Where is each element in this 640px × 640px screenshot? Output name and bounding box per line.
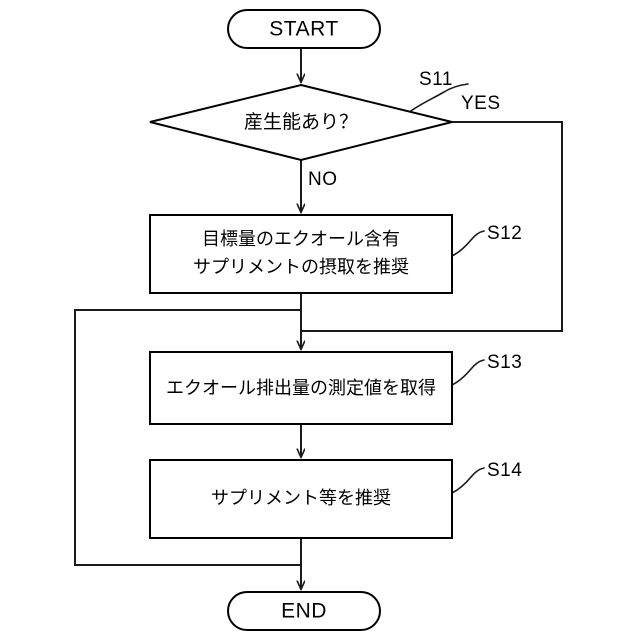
node-end-shape xyxy=(227,591,381,631)
node-process-s14-shape xyxy=(149,459,453,539)
node-process-s12-line2: サプリメントの摂取を推奨 xyxy=(193,257,409,277)
node-process-s12-shape xyxy=(149,214,453,294)
node-end-label: END xyxy=(281,600,327,623)
step-label-s11: S11 xyxy=(419,69,453,90)
node-start-shape xyxy=(227,9,381,49)
step-label-s13: S13 xyxy=(487,352,522,373)
connector-yes-to-s13 xyxy=(301,121,563,332)
node-process-s12-line1: 目標量のエクオール含有 xyxy=(202,229,400,249)
connector-loopback-left xyxy=(74,309,301,566)
node-start-label: START xyxy=(269,18,338,41)
leader-line-s12 xyxy=(451,230,485,257)
leader-line-s11 xyxy=(407,83,469,114)
step-label-s12: S12 xyxy=(487,223,522,244)
node-process-s13-line1: エクオール排出量の測定値を取得 xyxy=(166,378,436,398)
branch-label-yes: YES xyxy=(461,93,501,114)
node-decision-s11-label: 産生能あり？ xyxy=(244,111,358,133)
leader-line-s13 xyxy=(451,359,485,386)
node-decision-s11-shape xyxy=(149,83,453,162)
leader-line-s14 xyxy=(451,467,485,494)
branch-label-no: NO xyxy=(308,169,338,190)
step-label-s14: S14 xyxy=(487,460,522,481)
node-process-s13-shape xyxy=(149,351,453,425)
node-process-s14-line1: サプリメント等を推奨 xyxy=(211,488,391,508)
